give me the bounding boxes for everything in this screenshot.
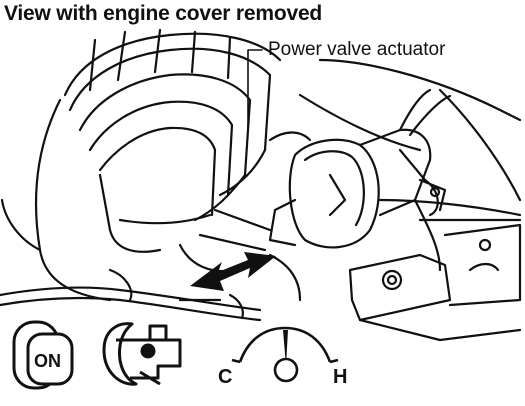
power-valve-actuator-label: Power valve actuator	[268, 39, 446, 60]
intake-runners	[63, 28, 282, 253]
engine-housing	[0, 58, 522, 302]
temperature-gauge-icon	[231, 326, 339, 383]
power-valve-actuator-body	[178, 88, 452, 273]
callout-leader-line	[247, 49, 263, 131]
gauge-hot-label: H	[333, 366, 348, 388]
cable-harness	[0, 253, 302, 322]
mounting-bracket	[348, 178, 522, 342]
ignition-key-icon: ON	[12, 320, 74, 390]
key-on-label: ON	[34, 351, 61, 371]
engine-temperature-icon	[102, 322, 182, 386]
gauge-cold-label: C	[218, 366, 233, 388]
diagram-title: View with engine cover removed	[4, 2, 323, 25]
movement-arrow	[190, 252, 276, 291]
